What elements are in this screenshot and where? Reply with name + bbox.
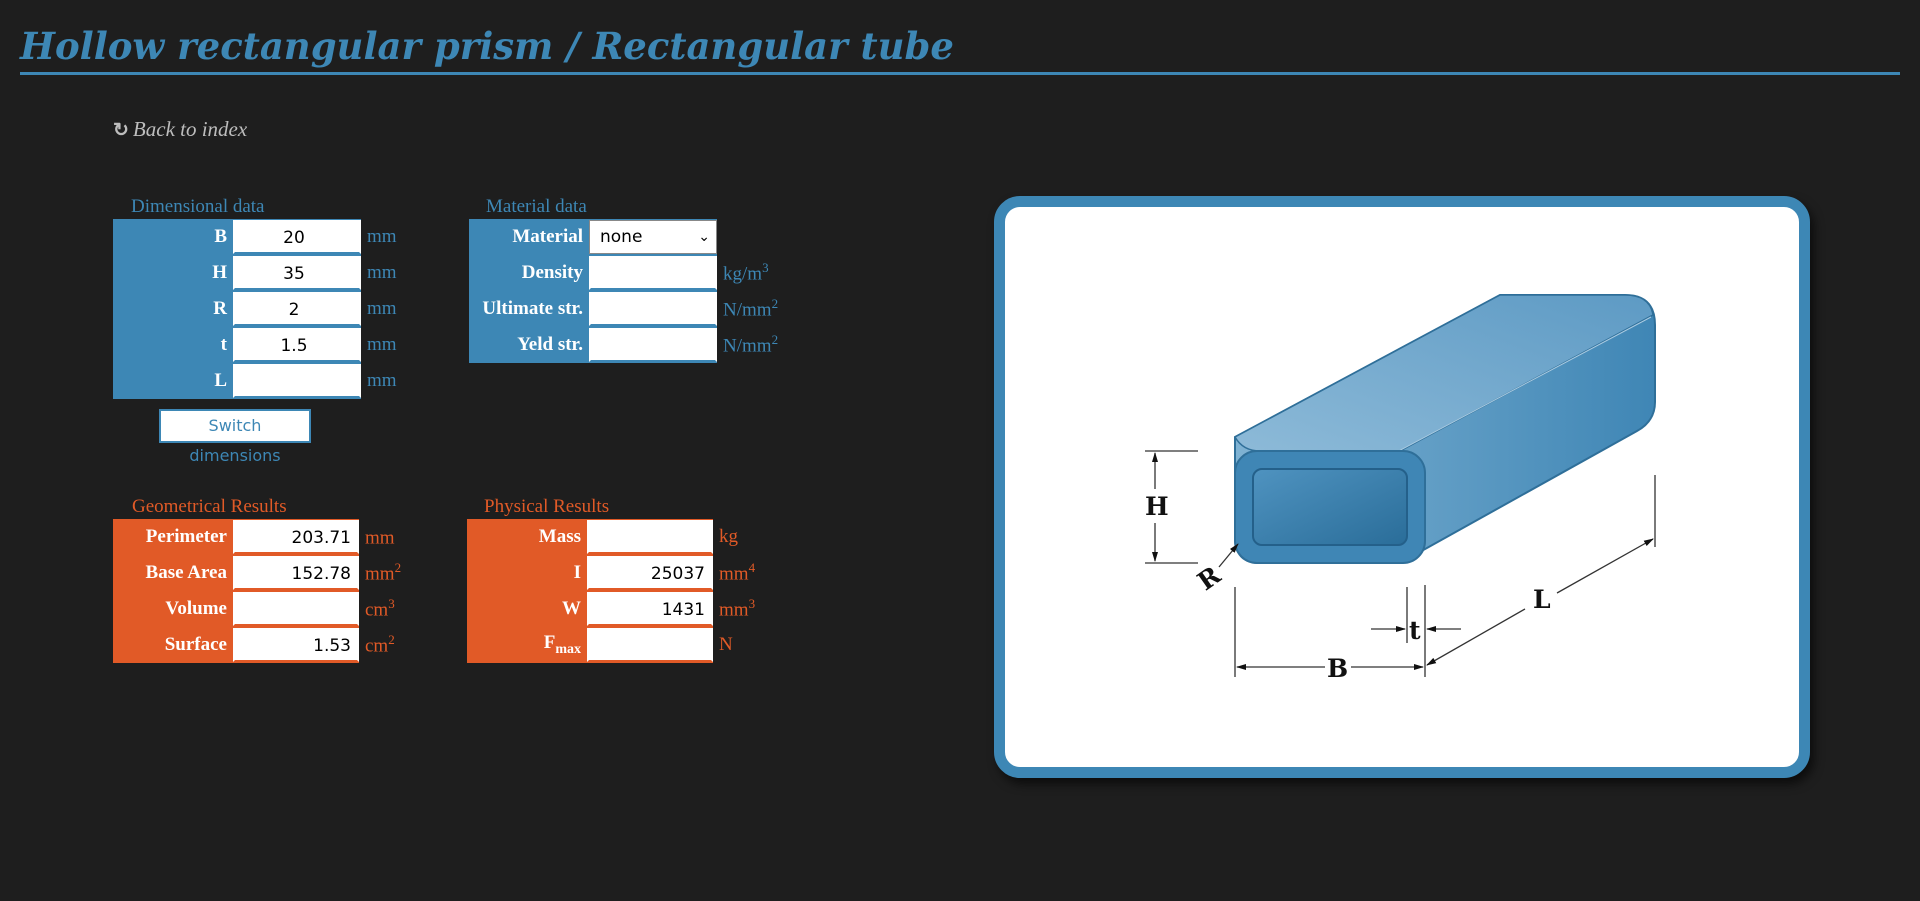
ultimate-str-input[interactable]: [589, 292, 717, 326]
inertia-unit: mm4: [719, 560, 756, 585]
material-data-table: Material none ⌄ Density kg/m3 Ultimate st…: [469, 219, 778, 363]
perimeter-label: Perimeter: [113, 519, 233, 555]
switch-dimensions-button[interactable]: Switch dimensions: [159, 409, 311, 465]
dim-label-b-figure: B: [1327, 654, 1348, 683]
material-row: Material none ⌄: [469, 219, 778, 255]
volume-label: Volume: [113, 591, 233, 627]
dim-unit-t: mm: [367, 334, 397, 355]
perimeter-value: 203.71: [233, 520, 359, 554]
dim-unit-h: mm: [367, 262, 397, 283]
section-modulus-unit: mm3: [719, 596, 756, 621]
r-input[interactable]: 2: [233, 292, 361, 326]
dimension-lines: [1145, 450, 1656, 677]
dim-row-l: L mm: [113, 363, 397, 399]
mass-label: Mass: [467, 519, 587, 555]
material-select[interactable]: none ⌄: [589, 220, 717, 254]
surface-unit: cm2: [365, 632, 395, 657]
physical-results-table: Mass kg I 25037 mm4 W 1431 mm3 Fmax N: [467, 519, 755, 663]
geometrical-results-table: Perimeter 203.71 mm Base Area 152.78 mm2…: [113, 519, 401, 663]
l-input[interactable]: [233, 364, 361, 398]
fmax-row: Fmax N: [467, 627, 755, 663]
dim-label-r-figure: R: [1192, 560, 1226, 596]
dim-row-b: B 20 mm: [113, 219, 397, 255]
surface-row: Surface 1.53 cm2: [113, 627, 401, 663]
volume-row: Volume cm3: [113, 591, 401, 627]
dim-label-t: t: [113, 327, 233, 363]
tube-body: [1233, 294, 1656, 564]
b-input[interactable]: 20: [233, 220, 361, 254]
yield-str-label: Yeld str.: [469, 327, 589, 363]
dim-label-l-figure: L: [1533, 585, 1551, 614]
back-link-label: Back to index: [132, 117, 248, 141]
mass-row: Mass kg: [467, 519, 755, 555]
dim-row-h: H 35 mm: [113, 255, 397, 291]
geometrical-results-title: Geometrical Results: [132, 496, 287, 517]
dim-unit-b: mm: [367, 226, 397, 247]
back-to-index-link[interactable]: ↻Back to index: [113, 117, 247, 142]
density-input[interactable]: [589, 256, 717, 290]
dim-label-h: H: [113, 255, 233, 291]
dim-row-t: t 1.5 mm: [113, 327, 397, 363]
ultimate-row: Ultimate str. N/mm2: [469, 291, 778, 327]
volume-value: [233, 592, 359, 626]
fmax-value: [587, 628, 713, 662]
dim-unit-l: mm: [367, 370, 397, 391]
mass-unit: kg: [719, 526, 738, 547]
chevron-down-icon: ⌄: [698, 229, 710, 245]
section-modulus-value: 1431: [587, 592, 713, 626]
refresh-icon: ↻: [113, 120, 129, 141]
dim-label-t-figure: t: [1409, 616, 1421, 645]
h-input[interactable]: 35: [233, 256, 361, 290]
section-modulus-label: W: [467, 591, 587, 627]
perimeter-row: Perimeter 203.71 mm: [113, 519, 401, 555]
base-area-label: Base Area: [113, 555, 233, 591]
page-title: Hollow rectangular prism / Rectangular t…: [20, 24, 1900, 75]
inertia-value: 25037: [587, 556, 713, 590]
dim-label-l: L: [113, 363, 233, 399]
material-select-value: none: [600, 227, 643, 247]
inertia-label: I: [467, 555, 587, 591]
section-modulus-row: W 1431 mm3: [467, 591, 755, 627]
perimeter-unit: mm: [365, 527, 395, 549]
yield-row: Yeld str. N/mm2: [469, 327, 778, 363]
mass-value: [587, 520, 713, 554]
ultimate-str-unit: N/mm2: [723, 296, 779, 321]
base-area-row: Base Area 152.78 mm2: [113, 555, 401, 591]
fmax-unit: N: [719, 634, 733, 655]
dim-label-r: R: [113, 291, 233, 327]
density-unit: kg/m3: [723, 260, 769, 285]
material-data-title: Material data: [486, 196, 587, 217]
dimensional-data-table: B 20 mm H 35 mm R 2 mm t 1.5 mm L mm: [113, 219, 397, 399]
ultimate-str-label: Ultimate str.: [469, 291, 589, 327]
density-label: Density: [469, 255, 589, 291]
surface-label: Surface: [113, 627, 233, 663]
yield-str-unit: N/mm2: [723, 332, 779, 357]
base-area-unit: mm2: [365, 560, 402, 585]
dim-row-r: R 2 mm: [113, 291, 397, 327]
volume-unit: cm3: [365, 596, 395, 621]
t-input[interactable]: 1.5: [233, 328, 361, 362]
dim-label-b: B: [113, 219, 233, 255]
inertia-row: I 25037 mm4: [467, 555, 755, 591]
dim-label-h-figure: H: [1145, 492, 1169, 521]
physical-results-title: Physical Results: [484, 496, 610, 517]
tube-diagram: H R B t L: [1145, 294, 1656, 683]
base-area-value: 152.78: [233, 556, 359, 590]
density-row: Density kg/m3: [469, 255, 778, 291]
material-label: Material: [469, 219, 589, 255]
dim-unit-r: mm: [367, 298, 397, 319]
dimensional-data-title: Dimensional data: [131, 196, 265, 217]
tube-figure: H R B t L: [994, 196, 1810, 778]
fmax-label: Fmax: [467, 627, 587, 663]
yield-str-input[interactable]: [589, 328, 717, 362]
surface-value: 1.53: [233, 628, 359, 662]
